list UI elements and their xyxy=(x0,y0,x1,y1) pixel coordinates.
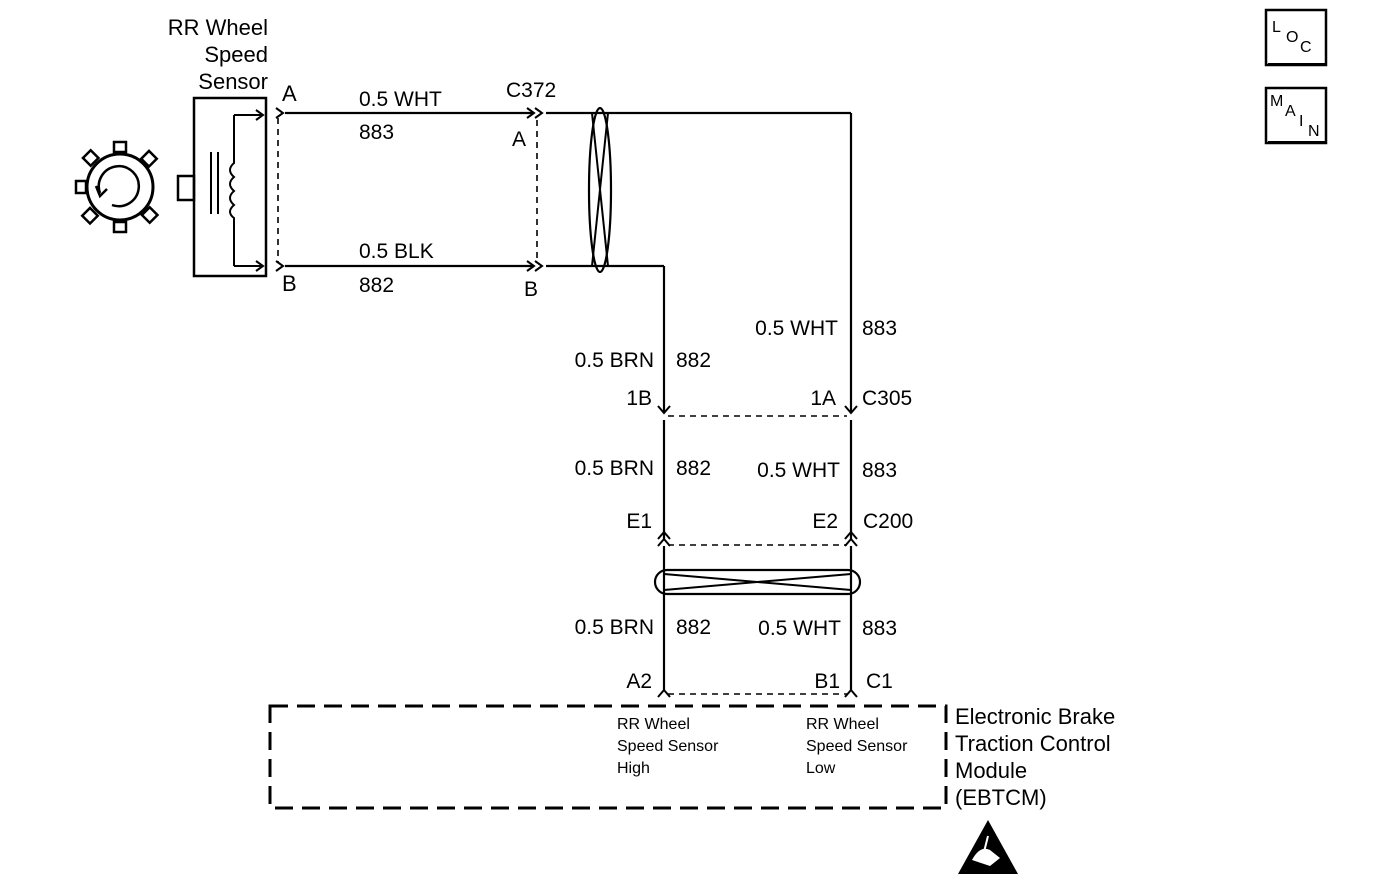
connector-c200-label: C200 xyxy=(863,510,913,533)
input-low-line3: Low xyxy=(806,760,836,777)
module-name-line4: (EBTCM) xyxy=(955,785,1047,810)
wire-low-brn-color: 0.5 BRN xyxy=(575,616,654,639)
input-low-line2: Speed Sensor xyxy=(806,738,908,755)
main-letter-a: A xyxy=(1285,103,1296,120)
loc-button[interactable]: L O C xyxy=(1264,8,1328,67)
reluctor-wheel-icon xyxy=(74,140,196,234)
wire-low-brn-circuit: 882 xyxy=(676,616,711,639)
sensor-pin-a: A xyxy=(282,81,297,106)
connector-c1-pin-b1: B1 xyxy=(814,670,840,693)
esd-warning-icon xyxy=(958,820,1018,874)
main-letter-m: M xyxy=(1270,93,1283,110)
module-name-line2: Traction Control xyxy=(955,731,1111,756)
wire-mid-wht-circuit: 883 xyxy=(862,459,897,482)
input-high-line1: RR Wheel xyxy=(617,716,690,733)
loc-letter-c: C xyxy=(1300,39,1312,56)
input-high-line2: Speed Sensor xyxy=(617,738,719,755)
wire-bottom-circuit: 882 xyxy=(359,274,394,297)
wire-brn-circuit: 882 xyxy=(676,349,711,372)
wire-top-circuit: 883 xyxy=(359,121,394,144)
connector-c305-pin-1a: 1A xyxy=(810,387,836,410)
module-name-line1: Electronic Brake xyxy=(955,704,1115,729)
wire-brn-color: 0.5 BRN xyxy=(575,349,654,372)
connector-c200-pin-e1: E1 xyxy=(626,510,652,533)
connector-c372-pin-b: B xyxy=(524,278,538,301)
wire-low-wht-color: 0.5 WHT xyxy=(758,617,841,640)
main-button[interactable]: M A I N xyxy=(1264,86,1328,145)
connector-c372-label: C372 xyxy=(506,79,556,102)
connector-c1-label: C1 xyxy=(866,670,893,693)
wire-runs xyxy=(275,106,862,698)
wire-mid-wht-color: 0.5 WHT xyxy=(757,459,840,482)
connector-c1-pin-a2: A2 xyxy=(626,670,652,693)
connector-c305-pin-1b: 1B xyxy=(626,387,652,410)
wire-mid-brn-color: 0.5 BRN xyxy=(575,457,654,480)
wheel-speed-sensor xyxy=(192,96,268,278)
wire-bottom-color: 0.5 BLK xyxy=(359,240,434,263)
ebtcm-module-box xyxy=(268,704,948,810)
input-high-line3: High xyxy=(617,760,650,777)
sensor-pin-b: B xyxy=(282,271,297,296)
wire-mid-brn-circuit: 882 xyxy=(676,457,711,480)
connector-c305-label: C305 xyxy=(862,387,912,410)
sensor-title-line3: Sensor xyxy=(198,69,268,94)
wire-right-wht-circuit: 883 xyxy=(862,317,897,340)
loc-letter-l: L xyxy=(1272,19,1281,36)
connector-c372-pin-a: A xyxy=(512,128,526,151)
wire-low-wht-circuit: 883 xyxy=(862,617,897,640)
module-name-line3: Module xyxy=(955,758,1027,783)
main-letter-i: I xyxy=(1299,113,1303,130)
main-letter-n: N xyxy=(1308,123,1320,140)
wire-top-color: 0.5 WHT xyxy=(359,88,442,111)
connector-c200-pin-e2: E2 xyxy=(812,510,838,533)
loc-letter-o: O xyxy=(1286,29,1298,46)
sensor-title-line2: Speed xyxy=(204,42,268,67)
input-low-line1: RR Wheel xyxy=(806,716,879,733)
sensor-title-line1: RR Wheel xyxy=(168,15,268,40)
wire-right-wht-color: 0.5 WHT xyxy=(755,317,838,340)
